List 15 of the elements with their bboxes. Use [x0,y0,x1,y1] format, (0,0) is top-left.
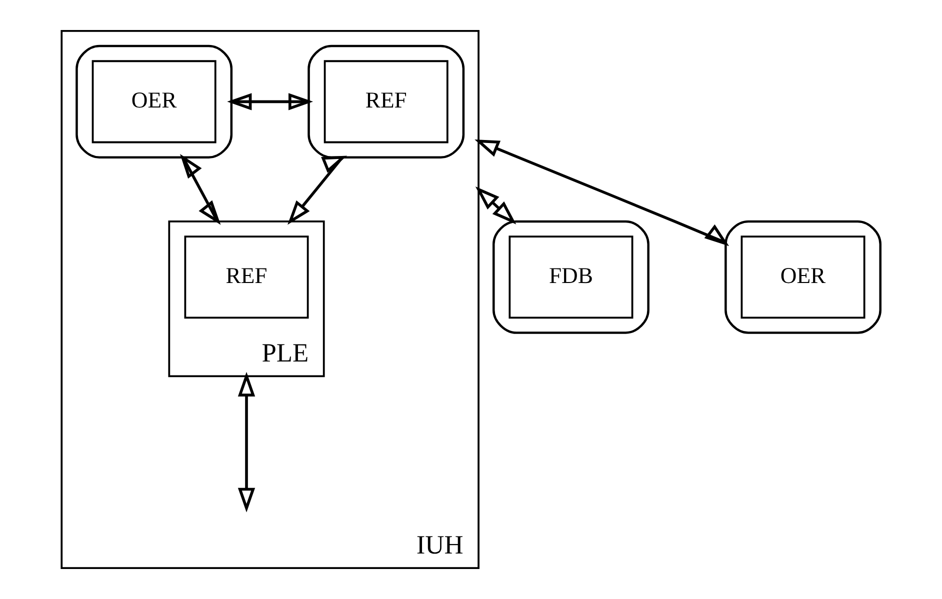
arrow [238,372,256,512]
arrow [474,139,730,246]
node-box: REF [324,60,448,144]
node-box: FDB [508,236,634,319]
arrow [475,186,516,224]
node-box: OER [92,60,216,144]
arrow [227,93,314,110]
cluster [76,44,233,158]
cluster [308,44,465,158]
arrow [288,156,348,225]
arrow [180,154,221,225]
node-box: REF [184,236,309,319]
node-box: OER [740,236,866,319]
cluster [724,220,882,334]
cluster [492,220,650,334]
